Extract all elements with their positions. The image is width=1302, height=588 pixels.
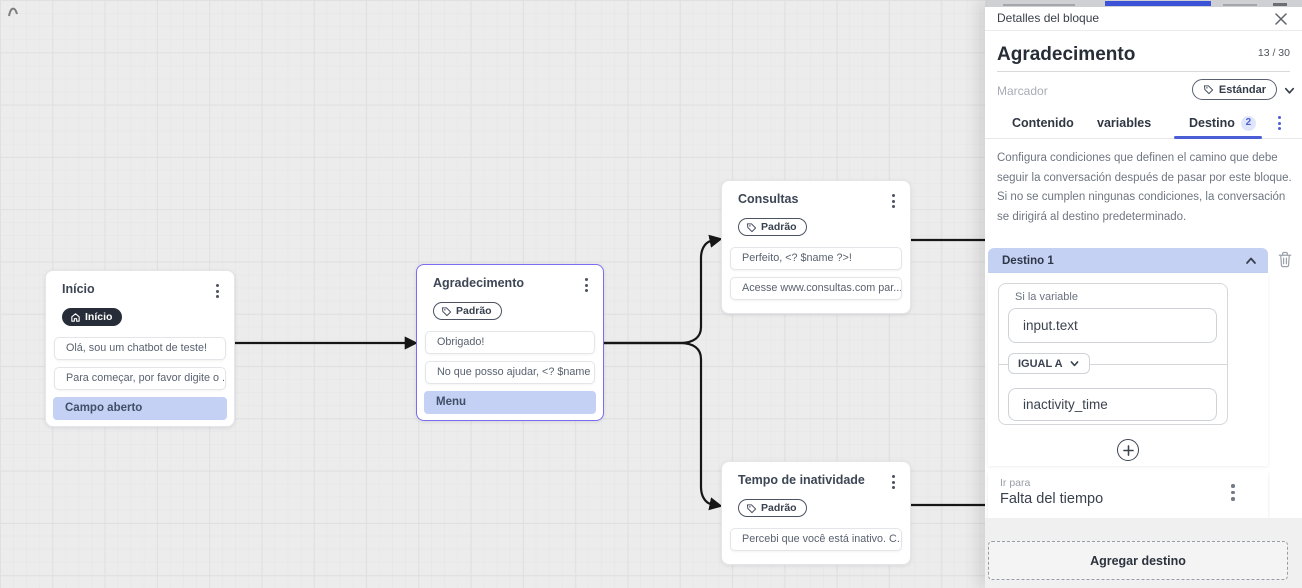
condition-card: Si la variable input.text IGUAL A inacti… (998, 283, 1228, 425)
panel-tabs: Contenido variables Destino 2 (985, 108, 1302, 139)
node-tempo-inatividade[interactable]: Tempo de inatividade Padrão Percebi que … (721, 461, 911, 565)
close-icon[interactable] (1273, 11, 1289, 27)
char-counter: 13 / 30 (1257, 47, 1290, 59)
marker-input[interactable]: Marcador (997, 84, 1048, 98)
message-card[interactable]: Para começar, por favor digite o ... (54, 366, 226, 390)
node-menu-icon[interactable] (889, 473, 898, 491)
node-consultas[interactable]: Consultas Padrão Perfeito, <? $name ?>! … (721, 180, 911, 314)
node-title: Início (62, 282, 95, 296)
tab-destino-count-badge: 2 (1240, 115, 1256, 131)
message-card[interactable]: Olá, sou um chatbot de teste! (54, 336, 226, 360)
destination-description: Configura condiciones que definen el cam… (997, 152, 1292, 223)
node-menu-icon[interactable] (582, 276, 591, 294)
message-card[interactable]: Acesse www.consultas.com par... (730, 276, 902, 300)
tab-variables[interactable]: variables (1097, 116, 1152, 130)
badge-label: Padrão (761, 502, 797, 514)
node-title: Consultas (738, 192, 799, 206)
tag-icon (746, 222, 757, 232)
node-title: Tempo de inatividade (738, 473, 865, 487)
divider (999, 364, 1227, 365)
node-menu-icon[interactable] (889, 192, 898, 210)
chevron-up-icon[interactable] (1244, 254, 1258, 268)
node-menu-icon[interactable] (213, 282, 222, 300)
active-tab-indicator (1105, 1, 1211, 6)
node-title: Agradecimento (433, 276, 524, 290)
chevron-down-icon[interactable] (1283, 84, 1296, 97)
tag-icon (746, 503, 757, 513)
canvas-artifact (8, 7, 18, 17)
node-type-badge: Padrão (738, 218, 807, 236)
message-card[interactable]: Perfeito, <? $name ?>! (730, 246, 902, 270)
variable-input[interactable]: input.text (1008, 308, 1217, 343)
badge-label: Padrão (761, 221, 797, 233)
divider (997, 71, 1290, 72)
node-type-badge: Início (62, 308, 123, 326)
goto-value: Falta del tiempo (1000, 491, 1104, 507)
add-condition-button[interactable] (1117, 439, 1139, 461)
condition-label: Si la variable (1015, 291, 1078, 303)
destination-header[interactable]: Destino 1 (988, 248, 1268, 273)
message-card[interactable]: Obrigado! (425, 330, 595, 354)
tag-icon (1203, 85, 1214, 95)
marker-value: Estándar (1218, 83, 1266, 96)
chevron-down-icon (1070, 361, 1079, 367)
menu-row[interactable]: Menu (424, 390, 596, 414)
node-type-badge: Padrão (738, 499, 807, 517)
trash-icon[interactable] (1277, 251, 1293, 268)
node-inicio[interactable]: Início Início Olá, sou um chatbot de tes… (45, 270, 235, 427)
cropped-toolbar-strip (985, 0, 1302, 7)
message-card[interactable]: No que posso ajudar, <? $name ... (425, 360, 595, 384)
block-name-input[interactable]: Agradecimento (997, 44, 1136, 65)
node-type-badge: Padrão (433, 302, 502, 320)
goto-row[interactable]: Ir para Falta del tiempo (988, 471, 1268, 518)
compare-value-input[interactable]: inactivity_time (1008, 388, 1217, 421)
home-icon (71, 312, 80, 322)
tab-destino[interactable]: Destino 2 (1189, 108, 1256, 138)
badge-label: Padrão (456, 305, 492, 317)
tab-destino-label: Destino (1189, 116, 1235, 130)
goto-menu-icon[interactable] (1231, 484, 1235, 501)
open-field-row[interactable]: Campo aberto (53, 396, 227, 420)
operator-select[interactable]: IGUAL A (1008, 353, 1090, 374)
goto-label: Ir para (1000, 477, 1031, 489)
marker-type-select[interactable]: Estándar (1191, 79, 1277, 100)
panel-title: Detalles del bloque (997, 11, 1100, 25)
active-tab-underline (1174, 136, 1262, 139)
tab-contenido[interactable]: Contenido (1012, 116, 1074, 130)
add-destination-button[interactable]: Agregar destino (988, 541, 1288, 580)
block-details-panel: Detalles del bloque Agradecimento 13 / 3… (985, 0, 1302, 588)
badge-label: Início (85, 311, 113, 323)
node-agradecimento[interactable]: Agradecimento Padrão Obrigado! No que po… (416, 264, 604, 421)
destination-title: Destino 1 (1002, 254, 1054, 267)
tabs-overflow-menu-icon[interactable] (1278, 116, 1281, 130)
operator-value: IGUAL A (1018, 357, 1063, 370)
tag-icon (441, 306, 452, 316)
destination-card: Destino 1 Si la variable input.text IGUA… (988, 248, 1268, 466)
message-card[interactable]: Percebi que você está inativo. C... (730, 527, 902, 551)
panel-footer: Agregar destino (985, 518, 1302, 588)
plus-icon (1122, 444, 1134, 456)
